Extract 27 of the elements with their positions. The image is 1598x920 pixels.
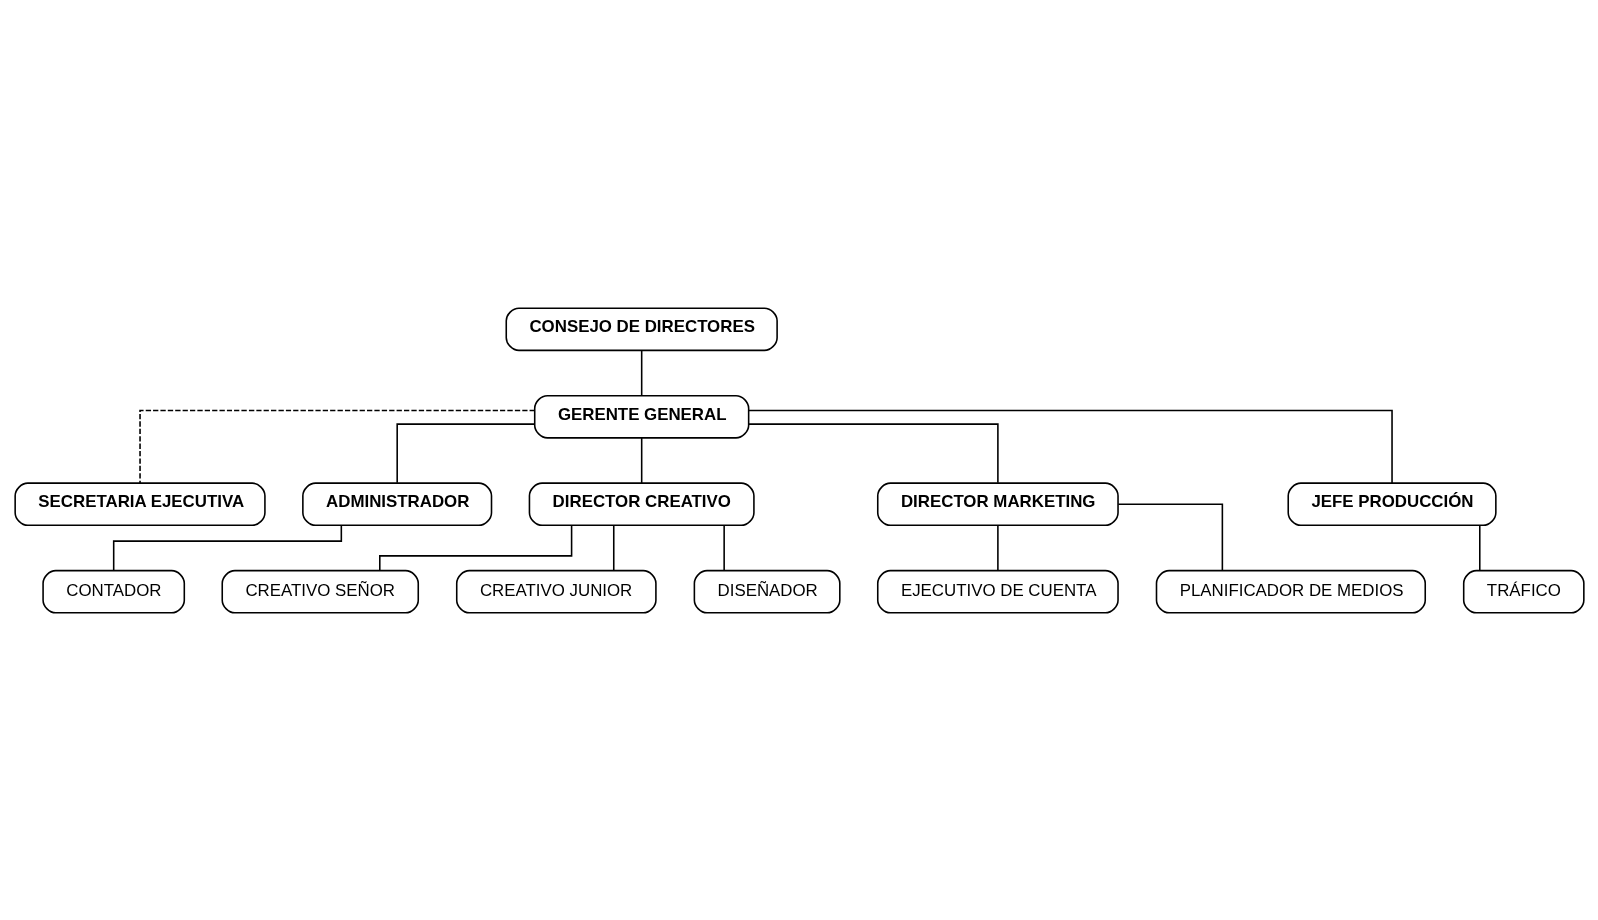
node-box: GERENTE GENERAL	[533, 394, 749, 439]
connector	[722, 524, 725, 571]
connector	[138, 409, 535, 484]
node-box: ADMINISTRADOR	[301, 481, 492, 526]
connector	[640, 349, 642, 396]
connector	[747, 409, 1393, 484]
node-box: JEFE PRODUCCIÓN	[1286, 481, 1497, 526]
node-box: EJECUTIVO DE CUENTA	[876, 569, 1119, 614]
connector	[612, 524, 615, 571]
connector	[747, 422, 999, 484]
node-box: PLANIFICADOR DE MEDIOS	[1155, 569, 1426, 614]
node-box: CREATIVO JUNIOR	[455, 569, 657, 614]
connector	[1478, 524, 1481, 571]
connector	[378, 524, 572, 571]
connector	[1117, 502, 1223, 571]
node-box: TRÁFICO	[1462, 569, 1585, 614]
node-box: CONTADOR	[41, 569, 185, 614]
connector	[640, 436, 642, 484]
node-box: DISEÑADOR	[693, 569, 841, 614]
node-box: SECRETARIA EJECUTIVA	[13, 481, 266, 526]
node-box: CONSEJO DE DIRECTORES	[504, 306, 778, 351]
connector	[996, 524, 999, 571]
connector	[112, 524, 342, 571]
node-box: CREATIVO SEÑOR	[220, 569, 419, 614]
connector	[395, 422, 535, 484]
node-box: DIRECTOR CREATIVO	[528, 481, 755, 526]
node-box: DIRECTOR MARKETING	[876, 481, 1119, 526]
